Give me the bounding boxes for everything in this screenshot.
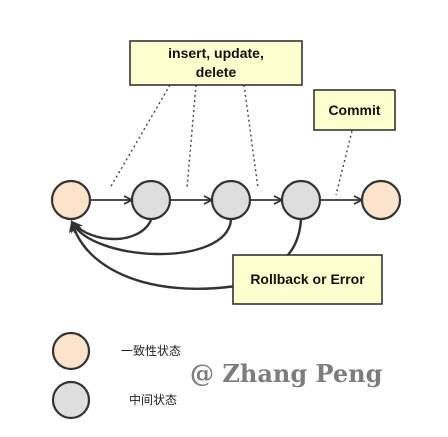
commit-connector xyxy=(335,130,353,196)
ops-box: insert, update, delete xyxy=(129,40,303,86)
legend-consistent-label: 一致性状态 xyxy=(121,344,181,358)
legend-intermediate-swatch xyxy=(51,380,91,420)
start-consistent-state xyxy=(50,179,92,221)
legend-intermediate-label: 中间状态 xyxy=(129,392,177,407)
rollback-label: Rollback or Error xyxy=(250,271,365,287)
commit-box: Commit xyxy=(313,89,396,131)
watermark: @ Zhang Peng xyxy=(190,359,383,388)
ops-connectors xyxy=(109,84,259,189)
ops-label-line1: insert, update, xyxy=(168,45,264,61)
intermediate-state-3 xyxy=(280,179,322,221)
end-consistent-state xyxy=(360,179,402,221)
ops-label-line2: delete xyxy=(196,64,237,80)
commit-label: Commit xyxy=(328,102,380,118)
legend: 一致性状态 中间状态 xyxy=(51,331,181,420)
intermediate-state-2 xyxy=(210,179,252,221)
legend-consistent-swatch xyxy=(51,331,91,371)
rollback-box: Rollback or Error xyxy=(232,254,383,305)
intermediate-state-1 xyxy=(130,179,172,221)
